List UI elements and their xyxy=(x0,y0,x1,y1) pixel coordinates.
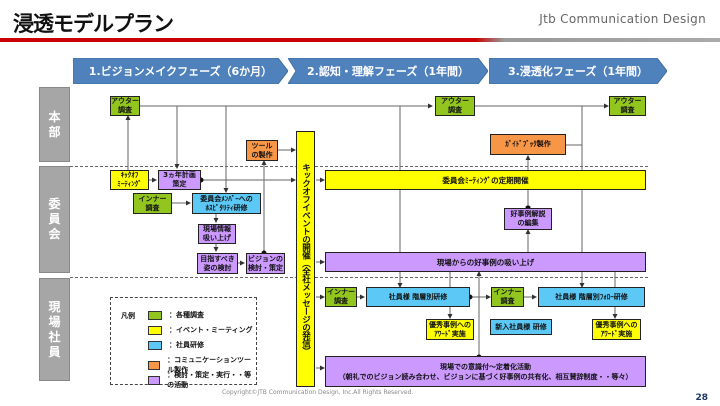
outer-survey-box-3: アウター 調査 xyxy=(609,96,646,116)
legend-label: ：社員研修 xyxy=(169,341,204,349)
phase-arrow-1: 1.ビジョンメイクフェーズ（6か月） xyxy=(73,58,288,84)
legend-swatch xyxy=(148,325,162,335)
outer-survey-box-2: アウター 調査 xyxy=(435,96,475,116)
lane-label-field-staff: 現 場 社 員 xyxy=(39,278,70,381)
header-rule xyxy=(0,38,720,42)
legend-label: ：各種調査 xyxy=(169,311,204,319)
phase-arrow-2: 2.認知・理解フェーズ（1年間） xyxy=(288,58,488,84)
vision-decision-box: ビジョンの 検討・策定 xyxy=(246,253,285,274)
inner-survey-field-box-2: インナー 調査 xyxy=(491,287,524,307)
page-number: 28 xyxy=(695,393,708,403)
legend-item-tool: ：コミュニケーションツール製作 xyxy=(148,355,256,375)
legend: 凡例 ：各種調査 ：イベント・ミーティング ：社員研修 ：コミュニケーションツー… xyxy=(110,297,257,389)
legend-swatch xyxy=(148,360,161,370)
legend-swatch xyxy=(148,340,162,350)
lane-divider-2 xyxy=(70,277,648,278)
legend-item-training: ：社員研修 xyxy=(148,340,204,350)
inner-survey-committee-box: インナー 調査 xyxy=(133,193,172,214)
phase-label-2: 2.認知・理解フェーズ（1年間） xyxy=(307,65,469,78)
ideal-state-box: 目指すべき 姿の検討 xyxy=(197,253,238,274)
lane-label-headquarters: 本 部 xyxy=(39,87,70,162)
legend-label: ：コミュニケーションツール製作 xyxy=(167,356,252,374)
award-box-1: 優秀事例への ｱﾜｰﾄﾞ実施 xyxy=(426,319,474,340)
lane-char: 委 xyxy=(48,197,61,211)
lane-char: 員 xyxy=(48,212,61,226)
field-activity-box: 現場での意識付～定着化活動 （朝礼でのビジョン読み合わせ、ビジョンに基づく好事例… xyxy=(325,356,646,387)
legend-label: ：イベント・ミーティング xyxy=(169,326,253,334)
tool-production-box: ツール の製作 xyxy=(246,140,278,161)
lane-char: 会 xyxy=(48,227,61,241)
employee-tiered-training-box: 社員様 階層別研修 xyxy=(366,287,470,307)
lane-char: 場 xyxy=(48,314,61,329)
good-case-collection-box: 現場からの好事例の吸い上げ xyxy=(325,252,646,272)
field-activity-title: 現場での意識付～定着化活動 xyxy=(440,362,531,371)
brand-name: Jtb Communication Design xyxy=(539,12,706,26)
lane-char: 現 xyxy=(48,299,61,314)
kickoff-event-box: キックオフイベントの開催（全社メッセージの発信） xyxy=(296,131,315,387)
new-employee-training-box: 新入社員様 研修 xyxy=(490,319,552,335)
hospitality-training-box: 委員会ﾒﾝﾊﾞｰへの ﾎｽﾋﾟﾀﾘﾃｨ研修 xyxy=(192,193,261,214)
legend-item-activity: ：検討・策定・実行・・等の活動 xyxy=(148,370,256,390)
legend-item-survey: ：各種調査 xyxy=(148,310,204,320)
award-box-2: 優秀事例への ｱﾜｰﾄﾞ実施 xyxy=(592,319,641,340)
lane-label-committee: 委 員 会 xyxy=(39,166,70,273)
copyright-text: Copyright©JTB Communication Design, Inc.… xyxy=(222,389,414,396)
field-activity-detail: （朝礼でのビジョン読み合わせ、ビジョンに基づく好事例の共有化、相互賛辞制度・・等… xyxy=(338,372,633,381)
phase-arrow-3: 3.浸透化フェーズ（1年間） xyxy=(489,58,667,84)
lane-divider-1 xyxy=(70,166,648,167)
committee-meetings-box: 委員会ﾐｰﾃｨﾝｸﾞの定期開催 xyxy=(325,170,646,190)
legend-item-event: ：イベント・ミーティング xyxy=(148,325,253,335)
guidebook-production-box: ｶﾞｲﾄﾞﾌﾞｯｸ製作 xyxy=(490,134,566,155)
phase-label-3: 3.浸透化フェーズ（1年間） xyxy=(508,65,648,78)
three-year-plan-box: 3ヵ年計画 策定 xyxy=(158,170,201,190)
legend-swatch xyxy=(148,375,161,385)
lane-char: 員 xyxy=(48,344,61,359)
employee-tiered-followup-box: 社員様 階層別ﾌｫﾛｰ研修 xyxy=(538,287,645,307)
legend-label: ：検討・策定・実行・・等の活動 xyxy=(167,371,252,389)
legend-title: 凡例 xyxy=(121,312,135,320)
page-title: 浸透モデルプラン xyxy=(13,12,174,36)
legend-swatch xyxy=(148,310,162,320)
kickoff-meeting-box: ｷｯｸｵﾌ ﾐｰﾃｨﾝｸﾞ xyxy=(110,170,149,190)
outer-survey-box-1: アウター 調査 xyxy=(110,96,140,116)
good-case-editing-box: 好事例解説 の編集 xyxy=(504,208,552,230)
phase-label-1: 1.ビジョンメイクフェーズ（6か月） xyxy=(88,65,273,78)
inner-survey-field-box-1: インナー 調査 xyxy=(325,287,357,307)
lane-char: 社 xyxy=(48,329,61,344)
lane-char: 部 xyxy=(48,124,61,139)
field-info-box: 現場情報 吸い上げ xyxy=(198,224,236,244)
lane-char: 本 xyxy=(48,109,61,124)
